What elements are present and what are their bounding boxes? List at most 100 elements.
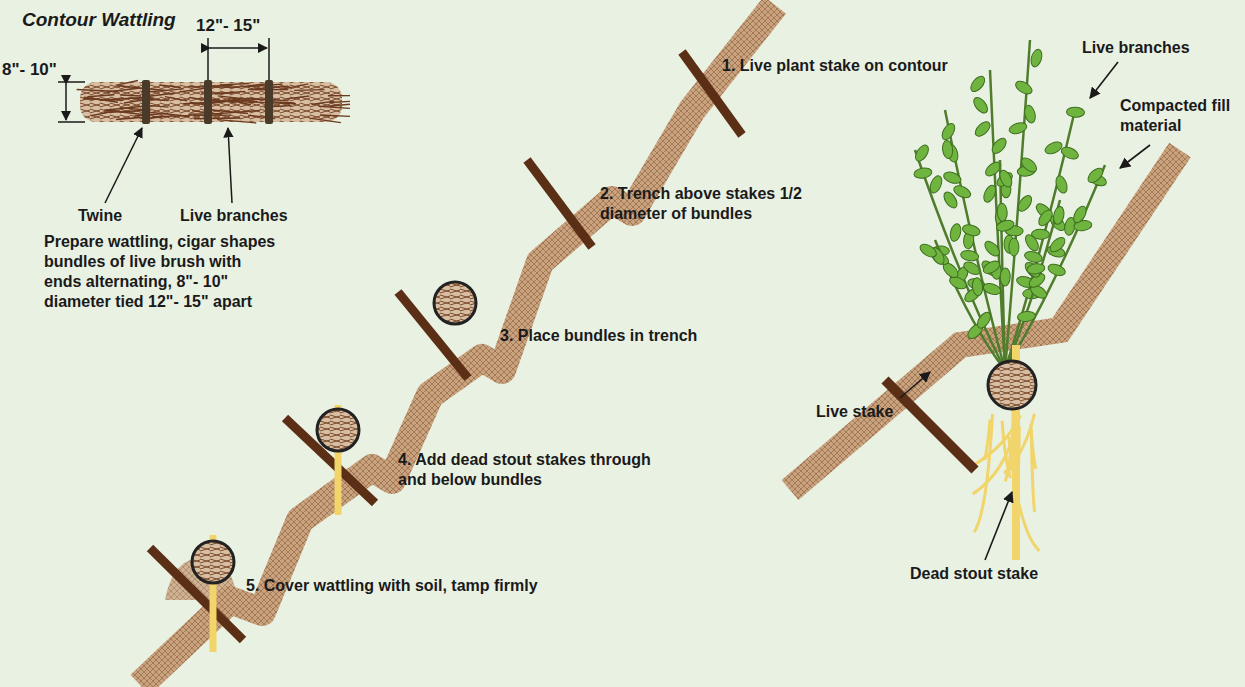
twine-bands	[142, 80, 273, 124]
diagram-title: Contour Wattling	[22, 8, 176, 31]
live-stakes	[150, 52, 742, 640]
root	[974, 414, 992, 532]
twig	[152, 116, 190, 117]
twig	[77, 90, 118, 92]
leaf	[972, 277, 984, 296]
step-label: 5. Cover wattling with soil, tamp firmly	[246, 576, 538, 596]
leaf	[982, 282, 1002, 297]
branch	[1005, 165, 1105, 370]
leaf	[913, 143, 931, 164]
branch	[1000, 160, 1005, 370]
leaf	[1029, 48, 1044, 68]
part-label: Live stake	[816, 402, 893, 422]
leaf	[1016, 193, 1035, 213]
leaf	[995, 218, 1015, 233]
dimension-label: 8"- 10"	[2, 60, 57, 80]
leaf	[1085, 166, 1105, 186]
leaf	[1071, 204, 1089, 225]
leaf	[913, 167, 932, 180]
part-label: Compacted fill material	[1120, 96, 1238, 136]
leaf	[1047, 262, 1067, 278]
leaf	[960, 249, 979, 262]
twig	[189, 86, 238, 88]
root	[1031, 425, 1036, 469]
part-label: Live branches	[180, 206, 288, 226]
leaf	[1026, 262, 1045, 275]
twig	[311, 101, 334, 104]
twig	[193, 114, 231, 116]
leaf	[1023, 250, 1043, 265]
leaf	[942, 170, 962, 186]
leaf	[1014, 79, 1035, 97]
part-label: Live branches	[1082, 38, 1190, 58]
twig	[220, 83, 250, 84]
leaf	[1036, 208, 1055, 228]
leaf	[952, 183, 973, 200]
twig	[116, 81, 138, 86]
bundle-detail	[988, 361, 1036, 409]
leaf	[989, 136, 1008, 156]
twig	[328, 95, 350, 96]
leaf	[1048, 235, 1068, 255]
leaf	[982, 239, 1002, 259]
leaf	[981, 183, 998, 204]
dimension-lines	[58, 38, 269, 203]
instruction-note: Prepare wattling, cigar shapes bundles o…	[44, 232, 279, 312]
leaf	[1017, 311, 1036, 323]
brush-twigs	[77, 81, 350, 123]
step-label: 4. Add dead stout stakes through and bel…	[398, 450, 658, 490]
leaf	[961, 223, 981, 238]
leaf	[1060, 145, 1081, 161]
twig	[309, 118, 340, 122]
leaf	[981, 259, 1002, 276]
twig	[120, 95, 141, 96]
twig	[84, 97, 118, 102]
leaf	[1066, 107, 1084, 118]
leaf	[968, 74, 987, 94]
live-stake	[885, 380, 975, 470]
leaf	[942, 140, 954, 159]
leaf	[1052, 206, 1065, 226]
leaf	[1019, 155, 1039, 174]
step-label: 2. Trench above stakes 1/2 diameter of b…	[600, 184, 820, 224]
root	[985, 419, 990, 459]
twig	[330, 104, 350, 106]
leaf	[1023, 104, 1037, 124]
part-label: Dead stout stake	[910, 564, 1038, 584]
twig	[215, 91, 245, 94]
twig	[193, 100, 240, 104]
leader-lines	[900, 62, 1150, 560]
leaf	[997, 203, 1008, 221]
dimension-label: 12"- 15"	[196, 16, 260, 36]
twig	[320, 115, 350, 116]
leaf	[1000, 268, 1011, 286]
leaf	[918, 242, 939, 260]
leaf	[1043, 140, 1064, 156]
live-branches	[913, 40, 1108, 370]
leaf	[971, 95, 990, 115]
twig	[106, 110, 144, 115]
twig	[294, 89, 324, 91]
twig	[91, 111, 113, 115]
twig	[318, 106, 350, 108]
twig	[287, 96, 310, 99]
leaf	[975, 310, 993, 331]
leaf	[1009, 238, 1019, 256]
leaf	[1008, 121, 1028, 136]
wattle-bundles	[192, 282, 476, 583]
step-label: 3. Place bundles in trench	[500, 326, 697, 346]
leaf	[1054, 174, 1069, 194]
twig	[87, 95, 114, 97]
twig	[194, 117, 241, 119]
roots	[971, 406, 1039, 551]
step-label: 1. Live plant stake on contour	[722, 56, 948, 76]
leaf	[997, 168, 1014, 189]
slope-detail	[790, 150, 1180, 490]
root	[1002, 421, 1010, 478]
part-label: Twine	[78, 206, 122, 226]
leaf	[949, 223, 963, 243]
twig	[217, 120, 256, 123]
leaf	[940, 121, 958, 142]
leaf	[973, 119, 993, 139]
twig	[159, 85, 181, 87]
